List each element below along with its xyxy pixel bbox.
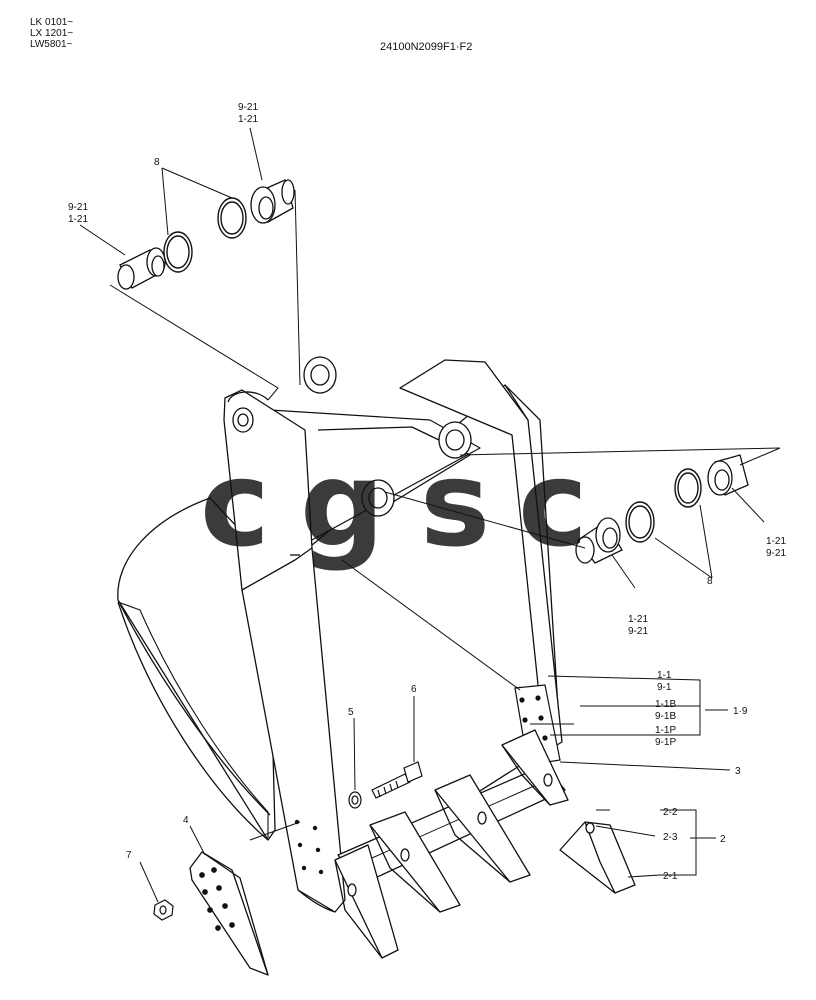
callout-tooth-pin: 2-2: [663, 807, 678, 818]
o-ring-right-lower: [625, 501, 655, 543]
callout-top-pin-b-2: 1-21: [68, 214, 88, 225]
callout-top-pin-b-1: 9-21: [68, 202, 88, 213]
serial-line-2: LX 1201~: [30, 28, 74, 39]
serial-line-1: LK 0101~: [30, 17, 74, 28]
washer: [348, 791, 362, 809]
pin-upper-center: [250, 179, 295, 224]
callout-washer: 5: [348, 707, 354, 718]
callout-right-pin-b-2: 9-21: [628, 626, 648, 637]
callout-plate-upper-1: 1-1: [657, 670, 672, 681]
pin-right-lower: [575, 517, 623, 564]
pin-right-upper: [707, 454, 749, 496]
callout-plate-upper-2: 9-1: [657, 682, 672, 693]
leader-lines: [79, 127, 781, 903]
bolt: [371, 761, 423, 799]
callout-right-pin-a-2: 9-21: [766, 548, 786, 559]
callout-assembly: 1·9: [733, 706, 748, 717]
callout-plate-mid-1: 1-1B: [655, 699, 676, 710]
drawing-number: 24100N2099F1·F2: [380, 41, 473, 53]
callout-tooth-lock: 2-3: [663, 832, 678, 843]
bucket-teeth: [334, 729, 569, 959]
side-cutter: [189, 851, 269, 976]
callout-side-cutter: 4: [183, 815, 189, 826]
callout-tooth: 2-1: [663, 871, 678, 882]
callout-plate-low-2: 9-1P: [655, 737, 676, 748]
pin-bosses: [232, 356, 472, 517]
o-ring-right-upper: [674, 468, 702, 508]
callout-right-pin-a-1: 1-21: [766, 536, 786, 547]
watermark-letter-4: c: [518, 435, 588, 573]
watermark-logo: c g s c: [200, 435, 588, 573]
o-ring-upper-left: [163, 231, 193, 273]
pin-upper-left: [117, 247, 166, 290]
callout-right-ring: 8: [707, 576, 713, 587]
callout-bolt: 6: [411, 684, 417, 695]
tooth-point: [559, 821, 636, 894]
callout-plate-low-1: 1-1P: [655, 725, 676, 736]
callout-nut: 7: [126, 850, 132, 861]
callout-top-ring: 8: [154, 157, 160, 168]
callout-plate-mid-2: 9-1B: [655, 711, 676, 722]
serial-line-3: LW5801~: [30, 39, 73, 50]
callout-edge: 3: [735, 766, 741, 777]
callout-top-pin-a-1: 9-21: [238, 102, 258, 113]
watermark-letter-3: s: [420, 435, 490, 573]
watermark-letter-2: g: [300, 435, 384, 573]
callout-tooth-group: 2: [720, 834, 726, 845]
callout-top-pin-a-2: 1-21: [238, 114, 258, 125]
o-ring-upper-center: [217, 197, 247, 239]
callout-right-pin-b-1: 1-21: [628, 614, 648, 625]
callouts: 9-21 1-21 8 9-21 1-21 1-21 9-21 8 1-21 9…: [68, 102, 786, 882]
watermark-letter-1: c: [200, 435, 270, 573]
nut: [153, 899, 174, 921]
